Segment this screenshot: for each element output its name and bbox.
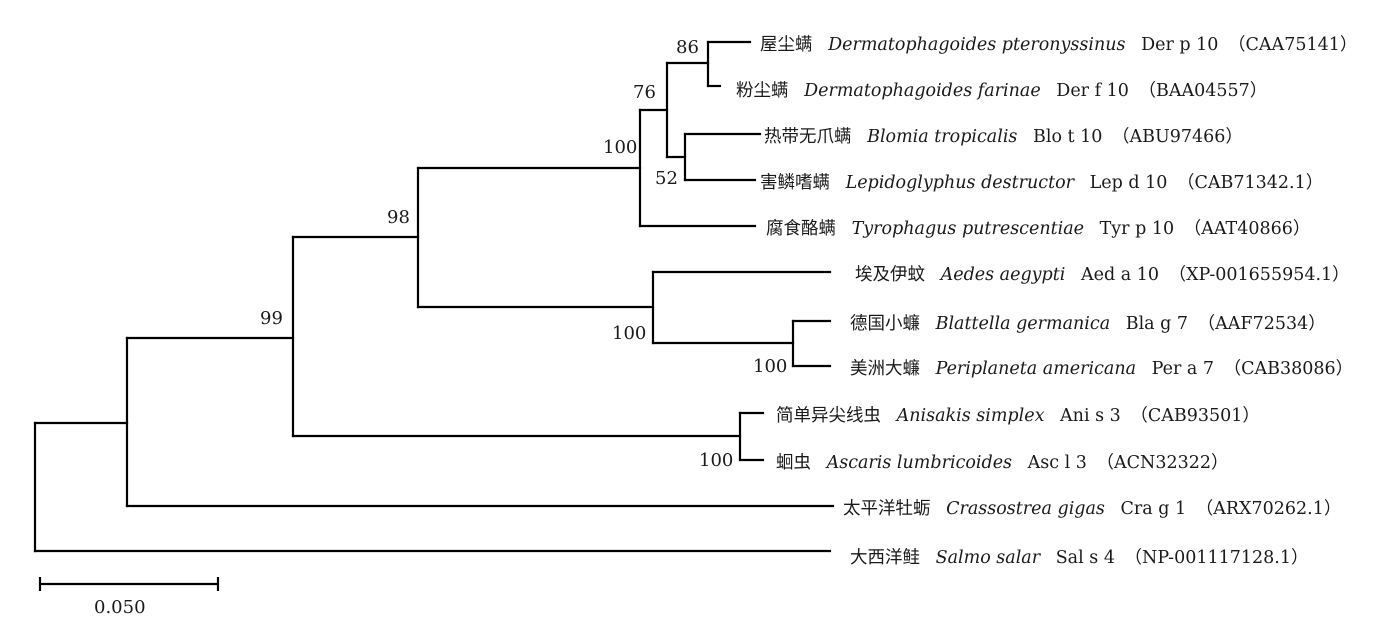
leaf-cn-name: 德国小蠊 <box>850 314 920 334</box>
leaf-accession: （ARX70262.1） <box>1196 499 1342 519</box>
leaf-species: Dermatophagoides pteronyssinus <box>827 35 1125 55</box>
bootstrap-dermato: 86 <box>676 37 699 58</box>
leaf-species: Crassostrea gigas <box>946 499 1105 519</box>
leaf-label-derf: 粉尘螨 Dermatophagoides farinae Der f 10 （B… <box>736 81 1267 101</box>
leaf-cn-name: 美洲大蠊 <box>850 359 920 379</box>
leaf-allergen: Aed a 10 <box>1080 265 1159 285</box>
leaf-species: Dermatophagoides farinae <box>803 81 1041 101</box>
leaf-allergen: Asc l 3 <box>1027 453 1087 473</box>
leaf-species: Anisakis simplex <box>895 406 1045 426</box>
bootstrap-glyph: 52 <box>655 168 678 189</box>
leaf-label-sals: 大西洋鲑 Salmo salar Sal s 4 （NP-001117128.1… <box>850 548 1308 568</box>
leaf-allergen: Der f 10 <box>1056 81 1129 101</box>
leaf-label-aeda: 埃及伊蚊 Aedes aegypti Aed a 10 （XP-00165595… <box>855 265 1350 285</box>
leaf-species: Blattella germanica <box>935 314 1111 334</box>
leaf-label-crag: 太平洋牡蛎 Crassostrea gigas Cra g 1 （ARX7026… <box>843 499 1341 519</box>
leaf-cn-name: 太平洋牡蛎 <box>843 499 931 519</box>
leaf-cn-name: 害鳞嗜螨 <box>760 173 830 193</box>
scale-bar: 0.050 <box>38 577 220 618</box>
leaf-allergen: Per a 7 <box>1152 359 1214 379</box>
leaf-allergen: Blo t 10 <box>1033 127 1102 147</box>
leaf-label-blot: 热带无爪螨 Blomia tropicalis Blo t 10 （ABU974… <box>764 127 1243 147</box>
bootstrap-values: 86 76 100 52 98 99 100 100 100 <box>260 37 787 471</box>
leaf-label-pera: 美洲大蠊 Periplaneta americana Per a 7 （CAB3… <box>850 359 1353 379</box>
leaf-cn-name: 屋尘螨 <box>760 35 813 55</box>
leaf-cn-name: 大西洋鲑 <box>850 548 920 568</box>
leaf-allergen: Cra g 1 <box>1121 499 1187 519</box>
leaf-accession: （CAB71342.1） <box>1177 173 1323 193</box>
leaf-allergen: Der p 10 <box>1141 35 1218 55</box>
leaf-label-tyrp: 腐食酪螨 Tyrophagus putrescentiae Tyr p 10 （… <box>766 219 1310 239</box>
leaf-accession: （AAF72534） <box>1198 314 1326 334</box>
bootstrap-mites: 100 <box>603 137 637 158</box>
leaf-accession: （BAA04557） <box>1139 81 1268 101</box>
leaf-accession: （CAA75141） <box>1228 35 1357 55</box>
leaf-accession: （AAT40866） <box>1184 219 1311 239</box>
leaf-labels: 屋尘螨 Dermatophagoides pteronyssinus Der p… <box>736 35 1357 568</box>
bootstrap-cockroaches: 100 <box>753 356 787 377</box>
leaf-species: Aedes aegypti <box>939 265 1066 285</box>
leaf-cn-name: 腐食酪螨 <box>766 219 836 239</box>
leaf-species: Blomia tropicalis <box>866 127 1017 147</box>
leaf-accession: （CAB38086） <box>1224 359 1354 379</box>
leaf-allergen: Sal s 4 <box>1056 548 1115 568</box>
leaf-label-ascl: 蛔虫 Ascaris lumbricoides Asc l 3 （ACN3232… <box>776 453 1229 473</box>
leaf-cn-name: 热带无爪螨 <box>764 127 852 147</box>
leaf-cn-name: 粉尘螨 <box>736 81 789 101</box>
leaf-cn-name: 简单异尖线虫 <box>776 406 881 426</box>
leaf-accession: （NP-001117128.1） <box>1125 548 1309 568</box>
leaf-accession: （ABU97466） <box>1112 127 1243 147</box>
leaf-accession: （XP-001655954.1） <box>1169 265 1350 285</box>
leaf-label-lepd: 害鳞嗜螨 Lepidoglyphus destructor Lep d 10 （… <box>760 173 1323 193</box>
leaf-species: Salmo salar <box>936 548 1042 568</box>
scale-bar-label: 0.050 <box>94 597 146 618</box>
leaf-allergen: Tyr p 10 <box>1100 219 1175 239</box>
leaf-allergen: Ani s 3 <box>1059 406 1121 426</box>
bootstrap-astig: 76 <box>633 82 656 103</box>
leaf-species: Ascaris lumbricoides <box>825 453 1012 473</box>
leaf-accession: （ACN32322） <box>1096 453 1228 473</box>
leaf-allergen: Lep d 10 <box>1090 173 1168 193</box>
leaf-label-anis: 简单异尖线虫 Anisakis simplex Ani s 3 （CAB9350… <box>776 406 1260 426</box>
leaf-allergen: Bla g 7 <box>1126 314 1188 334</box>
bootstrap-nematodes: 100 <box>699 450 733 471</box>
leaf-species: Periplaneta americana <box>935 359 1136 379</box>
tree-branches <box>33 40 835 553</box>
leaf-species: Lepidoglyphus destructor <box>845 173 1076 193</box>
leaf-label-derp: 屋尘螨 Dermatophagoides pteronyssinus Der p… <box>760 35 1357 55</box>
leaf-label-blag: 德国小蠊 Blattella germanica Bla g 7 （AAF725… <box>850 314 1326 334</box>
leaf-cn-name: 埃及伊蚊 <box>855 265 925 285</box>
leaf-species: Tyrophagus putrescentiae <box>852 219 1084 239</box>
leaf-accession: （CAB93501） <box>1130 406 1260 426</box>
bootstrap-ecdysozoa: 99 <box>260 308 283 329</box>
leaf-cn-name: 蛔虫 <box>776 453 811 473</box>
bootstrap-insects: 100 <box>612 323 646 344</box>
bootstrap-arthropods: 98 <box>387 207 410 228</box>
